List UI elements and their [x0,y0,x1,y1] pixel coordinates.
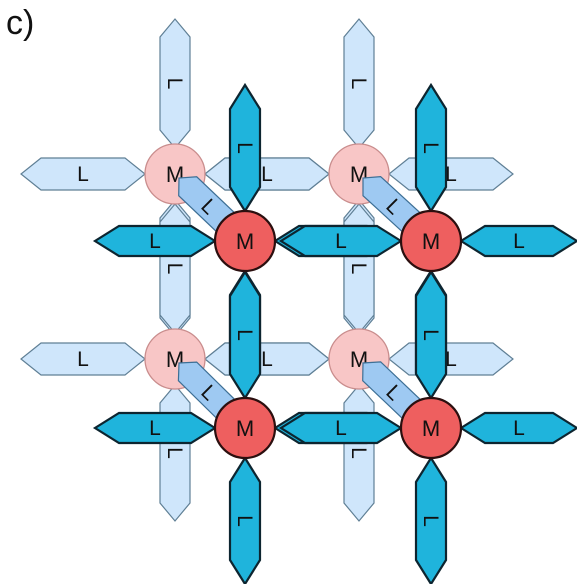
ligand-label: L [419,329,442,341]
ligand-label: L [347,78,370,90]
front-ligand: L [414,82,448,214]
ligand-label: L [149,417,161,440]
ligand-label: L [233,515,256,527]
ligand-label: L [513,417,525,440]
back-ligand: L [20,157,146,191]
ligand-label: L [233,329,256,341]
back-ligand: L [159,384,191,522]
front-ligand: L [278,411,404,445]
front-metal-node: M [399,209,463,273]
back-ligand: L [388,157,514,191]
back-ligand: L [204,342,330,376]
ligand-label: L [347,447,370,459]
front-ligand: L [458,411,577,445]
panel-label: c) [6,4,35,42]
front-metal-node: M [213,209,277,273]
front-ligand: L [458,224,577,258]
ligand-label: L [77,348,89,371]
front-ligand: L [414,269,448,401]
back-ligand: L [343,203,375,334]
ligand-label: L [335,417,347,440]
back-ligand: L [159,18,191,149]
ligand-label: L [261,348,273,371]
ligand-label: L [163,447,186,459]
ligand-label: L [419,515,442,527]
ligand-label: L [77,163,89,186]
front-ligand: L [228,455,262,584]
front-ligand: L [414,455,448,584]
ligand-label: L [149,230,161,253]
ligand-label: L [445,348,457,371]
front-ligand: L [92,224,218,258]
ligand-label: L [163,263,186,275]
ligand-label: L [163,78,186,90]
ligand-label: L [445,163,457,186]
front-ligand: L [278,224,404,258]
front-ligand: L [228,82,262,214]
back-ligand: L [343,384,375,522]
front-ligand: L [228,269,262,401]
back-ligand: L [343,18,375,149]
ligand-label: L [233,142,256,154]
back-ligand: L [159,203,191,334]
metal-label: M [236,229,254,254]
front-metal-node: M [213,396,277,460]
ligand-label: L [335,230,347,253]
metal-label: M [236,416,254,441]
ligand-label: L [419,142,442,154]
back-ligand: L [204,157,330,191]
back-ligand: L [388,342,514,376]
metal-label: M [422,229,440,254]
ligand-label: L [261,163,273,186]
front-metal-node: M [399,396,463,460]
back-ligand: L [20,342,146,376]
front-ligand: L [92,411,218,445]
ligand-label: L [347,263,370,275]
ligand-label: L [513,230,525,253]
metal-label: M [422,416,440,441]
